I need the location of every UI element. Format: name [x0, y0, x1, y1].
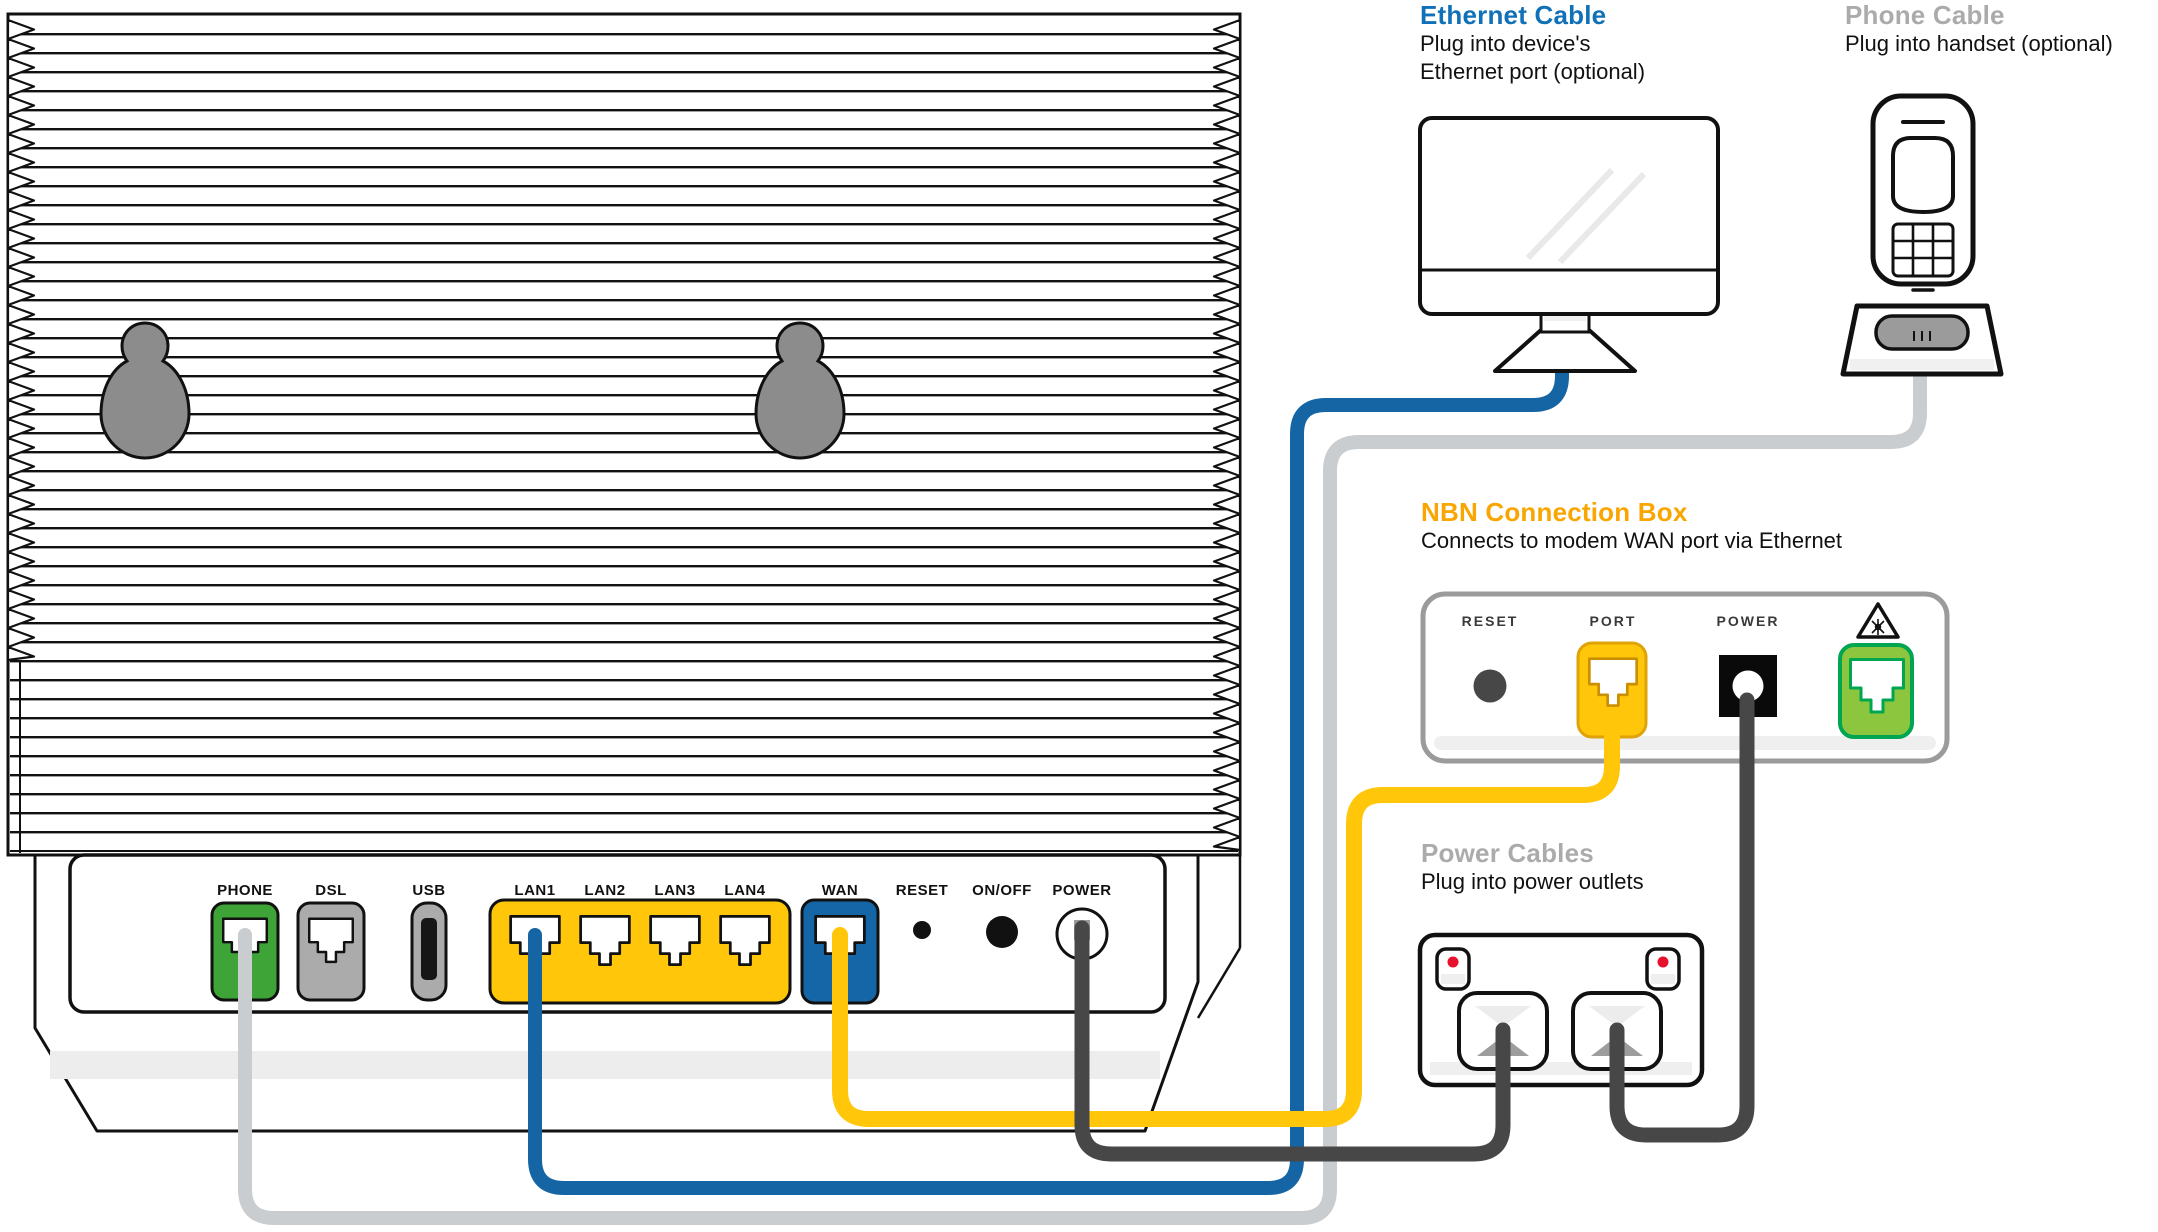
- laser-warning-icon: [1856, 602, 1900, 639]
- phone-cable-title: Phone Cable: [1845, 0, 2005, 30]
- nbn-box-desc-line1: Connects to modem WAN port via Ethernet: [1421, 528, 1843, 553]
- nbn-box-callout: NBN Connection Box Connects to modem WAN…: [1421, 497, 1941, 555]
- label-lan4-port: LAN4: [724, 882, 765, 899]
- nbn-uni-d-port: [1576, 641, 1648, 739]
- switch-indicator-right: [1657, 956, 1669, 968]
- dsl-port: [296, 901, 366, 1002]
- power-cables-callout: Power Cables Plug into power outlets: [1421, 838, 1741, 896]
- computer-monitor: [1418, 116, 1720, 373]
- modem-right-taper-line: [1196, 947, 1242, 1019]
- wan-to-nbn-cable: [832, 729, 1620, 1127]
- modem: PHONE DSL USB LAN1 LAN2 LAN3 LAN4 WAN RE…: [6, 12, 1242, 1133]
- nbn-box-body: [1420, 591, 1950, 764]
- label-lan1-port: LAN1: [514, 882, 555, 899]
- modem-ribs: [10, 30, 1238, 852]
- mount-keyhole-left: [99, 321, 191, 460]
- screen-reflection-2: [1557, 171, 1647, 265]
- label-wan-port: WAN: [822, 882, 859, 899]
- nbn-box-bottom-strip: [1434, 736, 1936, 750]
- modem-left-serrated-edge: [6, 18, 36, 662]
- phone-cable-desc-line1: Plug into handset (optional): [1845, 31, 2113, 56]
- onoff-button: [986, 916, 1018, 948]
- nbn-connection-box: RESET PORT POWER: [1420, 591, 1950, 764]
- power-cables-title: Power Cables: [1421, 838, 1594, 868]
- phone-cable: [238, 369, 1927, 1225]
- lan-port-group: [488, 898, 792, 1005]
- nbn-label-reset: RESET: [1462, 613, 1519, 629]
- phone-cable-callout: Phone Cable Plug into handset (optional): [1845, 0, 2158, 58]
- modem-base-shadow-band: [50, 1051, 1160, 1079]
- label-onoff-button: ON/OFF: [972, 882, 1032, 899]
- switch-indicator-left: [1447, 956, 1459, 968]
- label-lan2-port: LAN2: [584, 882, 625, 899]
- label-usb-port: USB: [412, 882, 445, 899]
- nbn-reset-button: [1473, 669, 1507, 703]
- outlet-switch-right: [1645, 947, 1681, 991]
- screen-reflection-1: [1525, 167, 1615, 261]
- label-power-jack: POWER: [1052, 882, 1111, 899]
- label-dsl-port: DSL: [315, 882, 347, 899]
- ethernet-cable-desc-line2: Ethernet port (optional): [1420, 59, 1646, 84]
- modem-right-serrated-edge: [1212, 18, 1242, 852]
- ethernet-cable: [528, 363, 1569, 1195]
- label-lan3-port: LAN3: [654, 882, 695, 899]
- handset-keypad: [1891, 222, 1955, 278]
- monitor-stand-base: [1493, 328, 1637, 373]
- phone-handset: [1840, 93, 2004, 377]
- label-reset-button: RESET: [896, 882, 949, 899]
- usb-port: [410, 901, 448, 1002]
- nbn-fiber-port: [1838, 643, 1914, 739]
- handset-screen: [1891, 136, 1955, 215]
- nbn-label-power: POWER: [1717, 613, 1780, 629]
- cables: [238, 363, 1927, 1225]
- outlet-switch-left: [1435, 947, 1471, 991]
- modem-power-cable: [1074, 920, 1511, 1162]
- nbn-power-cable: [1609, 692, 1755, 1143]
- nbn-label-port: PORT: [1590, 613, 1637, 629]
- label-phone-port: PHONE: [217, 882, 273, 899]
- nbn-box-title: NBN Connection Box: [1421, 497, 1688, 527]
- ethernet-cable-desc-line1: Plug into device's: [1420, 31, 1591, 56]
- ethernet-cable-callout: Ethernet Cable Plug into device's Ethern…: [1420, 0, 1780, 86]
- power-outlet-board: [1417, 932, 1705, 1088]
- reset-button: [913, 921, 931, 939]
- mount-keyhole-right: [754, 321, 846, 460]
- power-cables-desc-line1: Plug into power outlets: [1421, 869, 1644, 894]
- ethernet-cable-title: Ethernet Cable: [1420, 0, 1607, 30]
